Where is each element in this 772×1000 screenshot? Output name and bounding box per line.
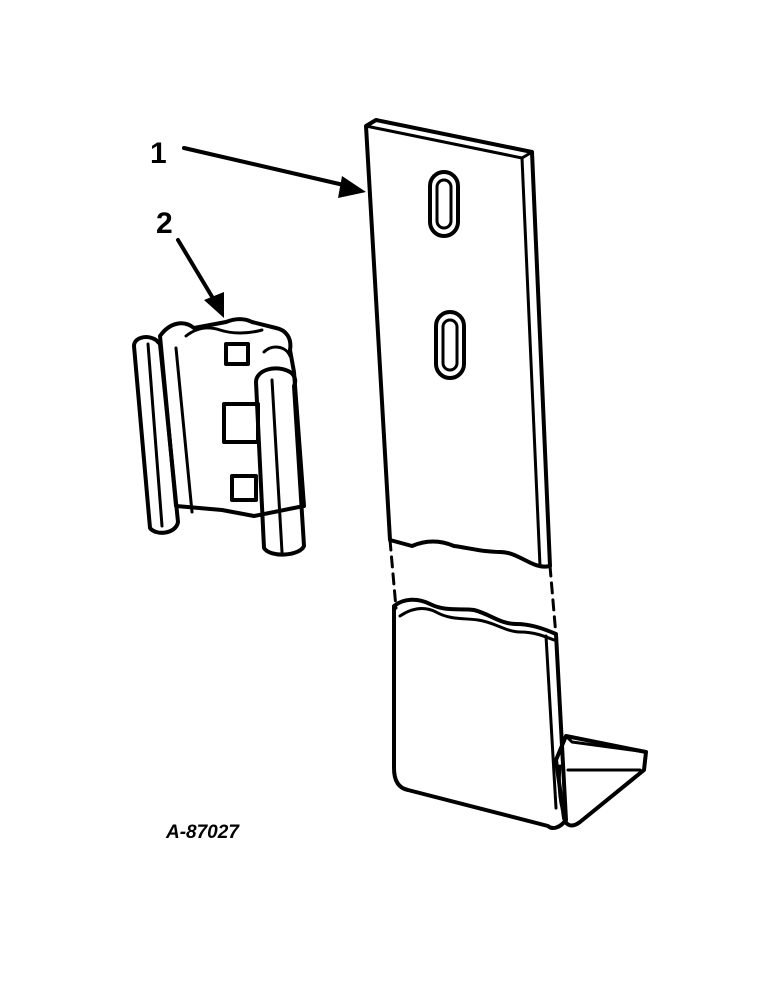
bracket-slot-bottom [434,310,466,380]
clip [132,317,306,557]
figure-id: A-87027 [165,822,240,843]
bracket [364,118,648,830]
bracket-slot-top [428,170,460,238]
callout-2-label: 2 [156,207,173,240]
callout-1-arrow [182,146,366,198]
callout-1-label: 1 [150,137,167,170]
clip-hole-middle [222,402,260,444]
clip-hole-top [224,342,250,366]
callout-2-arrow [176,238,224,318]
clip-hole-bottom [230,474,258,502]
callout-2: 2 [156,207,224,318]
callout-1: 1 [150,137,366,198]
